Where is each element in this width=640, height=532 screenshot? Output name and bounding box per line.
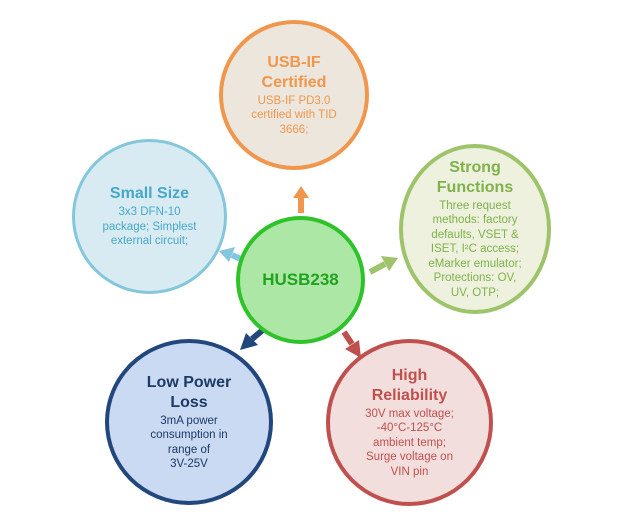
desc-line: package; Simplest bbox=[102, 220, 197, 233]
center-label: HUSB238 bbox=[262, 270, 339, 289]
arrow-to-right bbox=[368, 256, 398, 275]
desc-line: 30V max voltage; bbox=[365, 407, 454, 420]
title-line: Functions bbox=[436, 178, 514, 196]
title-line: Strong bbox=[449, 158, 501, 176]
desc-line: -40°C-125°C bbox=[376, 422, 443, 435]
desc-line: 3V-25V bbox=[170, 458, 208, 470]
strong-functions-bubble: Strong Functions Three request methods: … bbox=[399, 144, 551, 314]
desc-line: 3666; bbox=[279, 123, 309, 136]
node-title: USB-IF Certified bbox=[262, 53, 327, 93]
node-title: Low Power Loss bbox=[147, 373, 231, 413]
desc-line: Surge voltage on bbox=[366, 451, 453, 464]
desc-line: eMarker emulator; bbox=[428, 257, 522, 270]
desc-line: consumption in bbox=[150, 429, 228, 441]
usb-if-certified-bubble: USB-IF Certified USB-IF PD3.0 certified … bbox=[219, 20, 369, 170]
small-size-bubble: Small Size 3x3 DFN-10 package; Simplest … bbox=[72, 139, 227, 294]
arrow-to-bottom-left bbox=[240, 326, 266, 350]
title-line: USB-IF bbox=[267, 53, 321, 71]
arrow-to-top bbox=[293, 186, 309, 213]
desc-line: range of bbox=[167, 443, 211, 456]
low-power-loss-bubble: Low Power Loss 3mA power consumption in … bbox=[105, 339, 273, 505]
arrow-to-bottom-right bbox=[341, 330, 361, 358]
node-description: 3mA power consumption in range of 3V-25V bbox=[150, 414, 227, 472]
desc-line: Protections: OV, bbox=[433, 272, 517, 285]
desc-line: external circuit; bbox=[110, 235, 189, 248]
desc-line: USB-IF PD3.0 bbox=[257, 94, 331, 107]
desc-line: Three request bbox=[439, 199, 511, 212]
node-description: 3x3 DFN-10 package; Simplest external ci… bbox=[103, 205, 197, 249]
desc-line: defaults, VSET & bbox=[431, 228, 519, 241]
title-line: High bbox=[391, 366, 428, 384]
title-line: Reliability bbox=[371, 386, 448, 404]
node-description: Three request methods: factory defaults,… bbox=[428, 199, 521, 301]
node-title: High Reliability bbox=[372, 366, 448, 406]
desc-line: ambient temp; bbox=[373, 436, 446, 449]
title-line: Certified bbox=[261, 73, 327, 91]
husb238-center-bubble: HUSB238 bbox=[236, 216, 365, 344]
desc-line: VIN pin bbox=[390, 465, 429, 478]
title-line: Loss bbox=[170, 393, 208, 411]
desc-line: 3mA power bbox=[160, 414, 218, 427]
node-description: 30V max voltage; -40°C-125°C ambient tem… bbox=[365, 407, 454, 480]
desc-line: 3x3 DFN-10 bbox=[118, 206, 181, 219]
desc-line: ISET, I²C access; bbox=[430, 243, 520, 256]
desc-line: methods: factory bbox=[432, 214, 518, 227]
node-description: USB-IF PD3.0 certified with TID 3666; bbox=[251, 94, 336, 138]
title-line: Low Power bbox=[146, 373, 232, 391]
desc-line: UV, OTP; bbox=[450, 286, 500, 299]
node-title: Small Size bbox=[110, 184, 189, 204]
node-title: Strong Functions bbox=[437, 158, 513, 198]
title-line: Small Size bbox=[109, 185, 190, 203]
high-reliability-bubble: High Reliability 30V max voltage; -40°C-… bbox=[326, 339, 493, 506]
desc-line: certified with TID bbox=[251, 109, 337, 122]
